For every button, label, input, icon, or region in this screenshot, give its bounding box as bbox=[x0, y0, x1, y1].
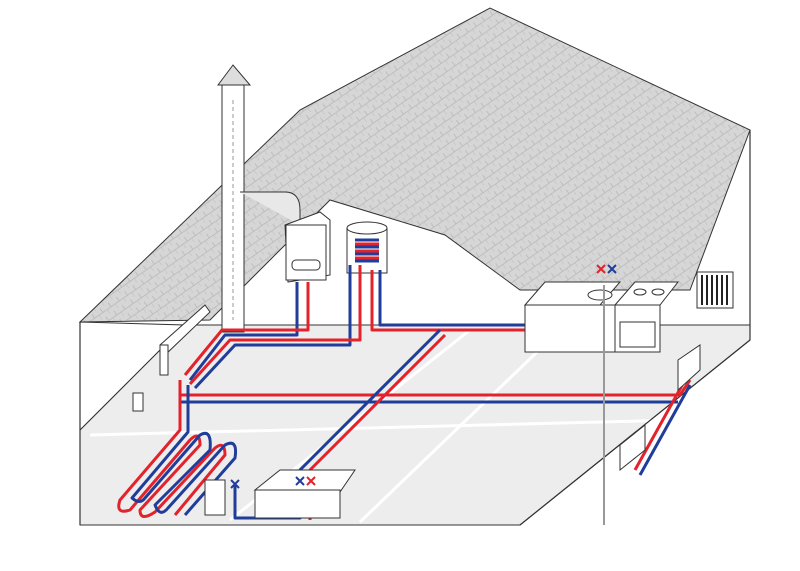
toilet-icon bbox=[204, 479, 226, 516]
bathtub-icon bbox=[253, 469, 356, 519]
valve-icon bbox=[230, 264, 617, 489]
sink-icon bbox=[523, 281, 622, 353]
stove-icon bbox=[613, 281, 680, 353]
radiator-icon bbox=[619, 344, 701, 472]
flue-pipe bbox=[240, 191, 301, 225]
radiator-icon bbox=[159, 304, 211, 376]
chimney-icon bbox=[217, 64, 252, 333]
water-tank-icon bbox=[346, 221, 388, 274]
vent-grille-icon bbox=[696, 271, 734, 309]
roof bbox=[78, 7, 751, 323]
thermostat-icon bbox=[132, 392, 144, 412]
boiler-icon bbox=[284, 211, 331, 283]
